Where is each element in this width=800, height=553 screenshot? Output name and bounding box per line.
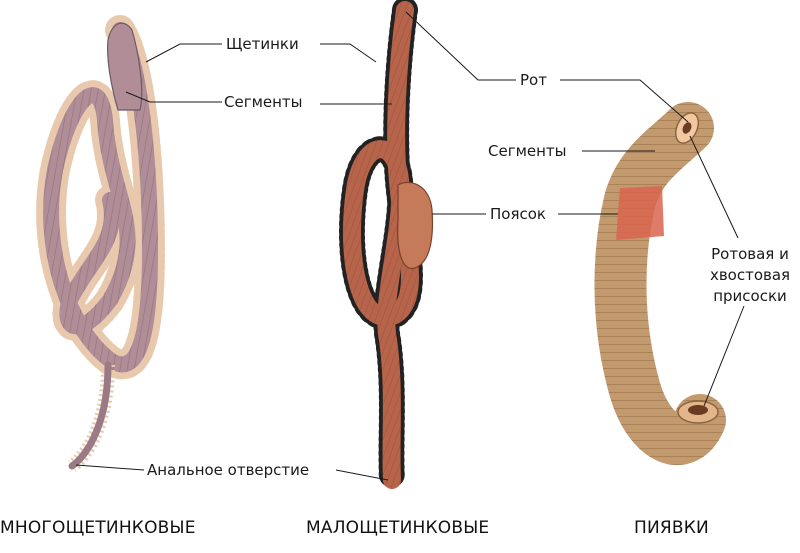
leech	[594, 102, 726, 465]
caption-polychaetes: МНОГОЩЕТИНКОВЫЕ	[0, 518, 196, 538]
label-suckers-line3: присоски	[713, 287, 787, 305]
polychaete-worm	[36, 15, 166, 472]
caption-leeches: ПИЯВКИ	[634, 518, 709, 538]
label-segments-right: Сегменты	[488, 142, 567, 160]
label-mouth: Рот	[520, 71, 547, 89]
caption-oligochaetes: МАЛОЩЕТИНКОВЫЕ	[306, 518, 490, 538]
leader-lines	[75, 11, 745, 481]
label-segments-left: Сегменты	[224, 93, 303, 111]
label-suckers: Ротовая и хвостовая присоски	[702, 244, 798, 307]
label-suckers-line2: хвостовая	[709, 266, 791, 284]
label-anus: Анальное отверстие	[147, 461, 310, 479]
label-clitellum: Поясок	[490, 205, 546, 223]
oligochaete-worm	[338, 0, 434, 493]
label-suckers-line1: Ротовая и	[711, 245, 789, 263]
label-bristles: Щетинки	[226, 35, 299, 53]
